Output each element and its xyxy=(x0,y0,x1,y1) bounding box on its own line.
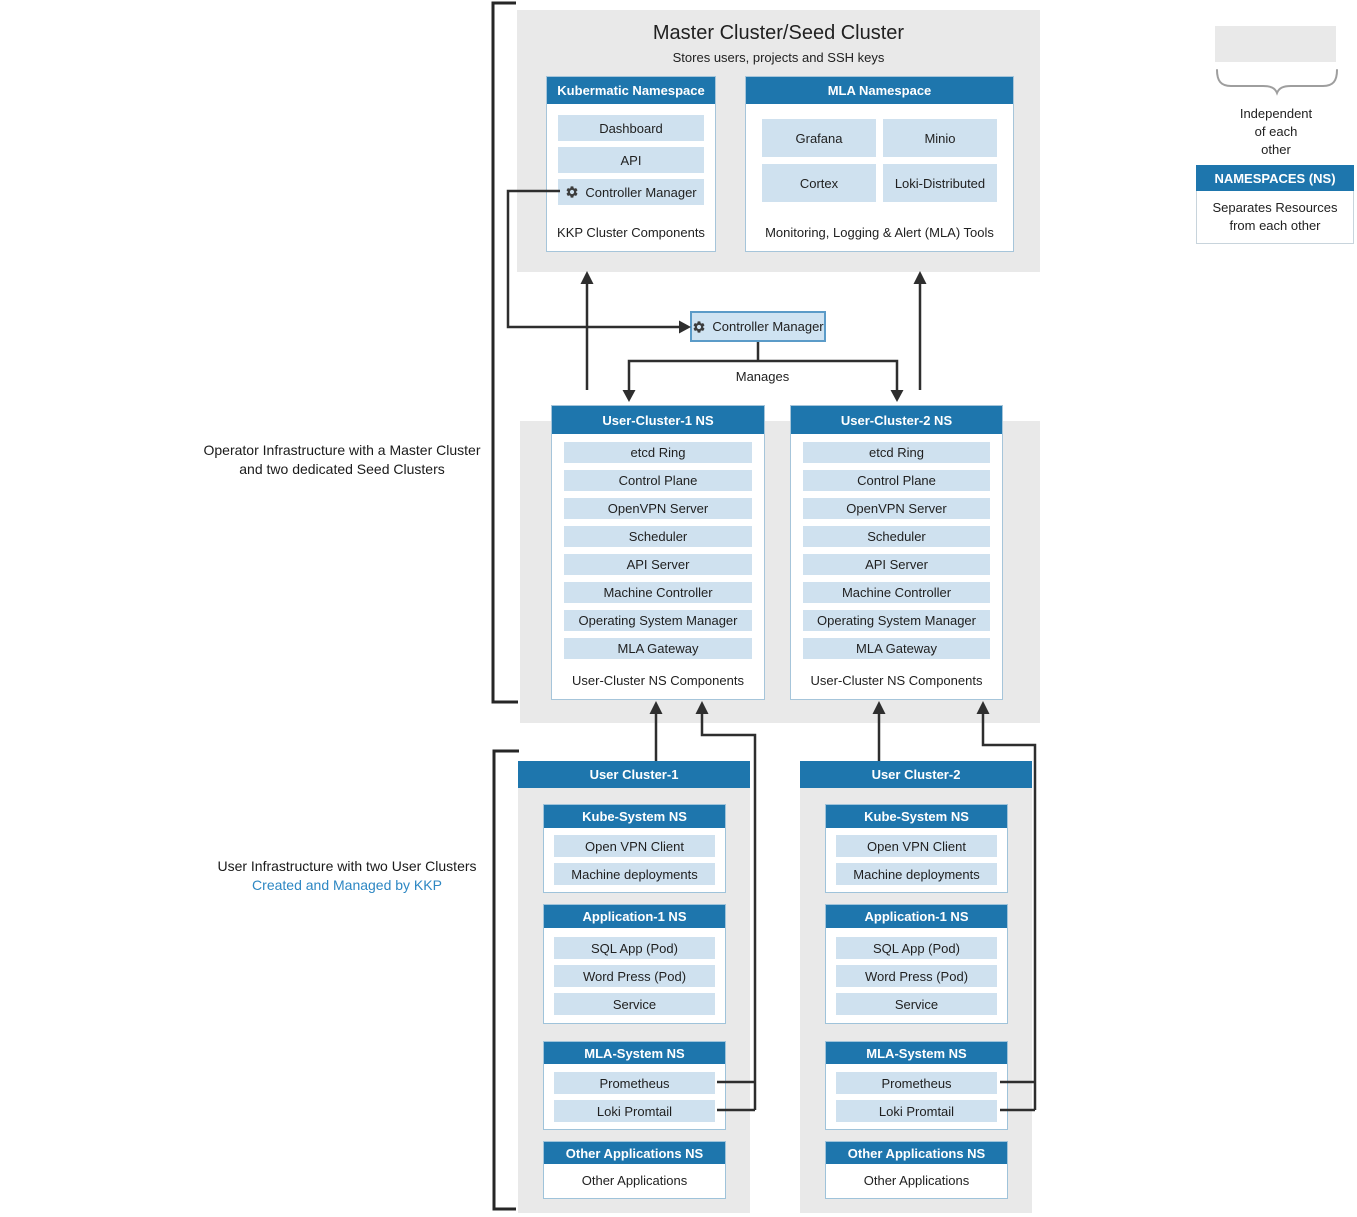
mla-namespace-footer: Monitoring, Logging & Alert (MLA) Tools xyxy=(765,225,994,240)
seed1-item: Control Plane xyxy=(564,470,752,491)
mla-namespace-header: MLA Namespace xyxy=(746,77,1013,104)
seed2-item: MLA Gateway xyxy=(803,638,990,659)
seed1-item: Scheduler xyxy=(564,526,752,547)
seed2-item: etcd Ring xyxy=(803,442,990,463)
uc1-other-apps-header: Other Applications NS xyxy=(544,1142,725,1164)
arrowhead-manages-left xyxy=(622,390,636,402)
brace xyxy=(1216,69,1338,96)
uc2-kube-system-header: Kube-System NS xyxy=(826,805,1007,828)
uc1-loki-promtail-item: Loki Promtail xyxy=(554,1100,715,1122)
uc1-wordpress-item: Word Press (Pod) xyxy=(554,965,715,987)
dashboard-item: Dashboard xyxy=(558,115,704,141)
operator-infrastructure-label: Operator Infrastructure with a Master Cl… xyxy=(203,442,481,477)
uc1-other-apps-item: Other Applications xyxy=(581,1173,688,1188)
uc2-mla-system-header: MLA-System NS xyxy=(826,1042,1007,1064)
user-infrastructure-line2: Created and Managed by KKP xyxy=(252,877,442,893)
kubermatic-namespace-header: Kubermatic Namespace xyxy=(547,77,715,104)
master-cluster-title: Master Cluster/Seed Cluster xyxy=(652,22,905,44)
seed2-item: OpenVPN Server xyxy=(803,498,990,519)
seed2-item: Scheduler xyxy=(803,526,990,547)
seed1-item: MLA Gateway xyxy=(564,638,752,659)
uc1-machine-deployments-item: Machine deployments xyxy=(554,863,715,885)
arrowhead-seed1-up xyxy=(580,271,594,284)
kubermatic-namespace-box: Kubermatic Namespace Dashboard API Contr… xyxy=(546,76,716,252)
grafana-item: Grafana xyxy=(762,119,876,157)
seed1-item: API Server xyxy=(564,554,752,575)
controller-manager-box-label: Controller Manager xyxy=(712,319,824,334)
user-cluster-2-ns-box: User-Cluster-2 NS etcd Ring Control Plan… xyxy=(790,405,1003,700)
user-infrastructure-line1: User Infrastructure with two User Cluste… xyxy=(217,858,477,874)
uc1-mla-system-header: MLA-System NS xyxy=(544,1042,725,1064)
uc1-prometheus-item: Prometheus xyxy=(554,1072,715,1094)
api-item: API xyxy=(558,147,704,173)
arrowhead-seed2-up xyxy=(913,271,927,284)
seed2-item: Machine Controller xyxy=(803,582,990,603)
user-cluster-1-ns-header: User-Cluster-1 NS xyxy=(552,406,764,434)
uc2-wordpress-item: Word Press (Pod) xyxy=(836,965,997,987)
uc1-application-header: Application-1 NS xyxy=(544,905,725,928)
master-cluster-subtitle: Stores users, projects and SSH keys xyxy=(672,50,885,65)
controller-manager-box: Controller Manager xyxy=(690,311,826,342)
uc2-application-box: Application-1 NS SQL App (Pod) Word Pres… xyxy=(825,904,1008,1024)
user-cluster-2-header: User Cluster-2 xyxy=(800,761,1032,788)
uc1-mla-system-box: MLA-System NS Prometheus Loki Promtail xyxy=(543,1041,726,1130)
uc1-kube-system-box: Kube-System NS Open VPN Client Machine d… xyxy=(543,804,726,893)
arrowhead-manages-right xyxy=(890,390,904,402)
seed2-item: API Server xyxy=(803,554,990,575)
manages-label: Manages xyxy=(735,369,790,384)
mla-namespace-box: MLA Namespace Grafana Minio Cortex Loki-… xyxy=(745,76,1014,252)
namespaces-legend-body: Separates Resources from each other xyxy=(1196,191,1354,244)
user-cluster-1-ns-footer: User-Cluster NS Components xyxy=(572,673,744,688)
seed1-item: Machine Controller xyxy=(564,582,752,603)
controller-manager-item-label: Controller Manager xyxy=(585,184,697,200)
uc2-application-header: Application-1 NS xyxy=(826,905,1007,928)
namespaces-legend-header: NAMESPACES (NS) xyxy=(1196,165,1354,191)
controller-manager-item: Controller Manager xyxy=(558,179,704,205)
uc2-other-apps-header: Other Applications NS xyxy=(826,1142,1007,1164)
uc1-sql-app-item: SQL App (Pod) xyxy=(554,937,715,959)
seed2-item: Control Plane xyxy=(803,470,990,491)
uc2-mla-system-box: MLA-System NS Prometheus Loki Promtail xyxy=(825,1041,1008,1130)
independent-swatch xyxy=(1215,26,1336,62)
user-bracket xyxy=(492,749,519,1211)
uc2-other-apps-item: Other Applications xyxy=(863,1173,970,1188)
seed1-item: OpenVPN Server xyxy=(564,498,752,519)
seed1-item: Operating System Manager xyxy=(564,610,752,631)
uc1-service-item: Service xyxy=(554,993,715,1015)
uc2-kube-system-box: Kube-System NS Open VPN Client Machine d… xyxy=(825,804,1008,893)
uc2-machine-deployments-item: Machine deployments xyxy=(836,863,997,885)
uc2-prometheus-item: Prometheus xyxy=(836,1072,997,1094)
uc1-application-box: Application-1 NS SQL App (Pod) Word Pres… xyxy=(543,904,726,1024)
gear-icon xyxy=(566,186,578,198)
minio-item: Minio xyxy=(883,119,997,157)
uc1-other-apps-box: Other Applications NS Other Applications xyxy=(543,1141,726,1199)
user-cluster-2-ns-footer: User-Cluster NS Components xyxy=(810,673,983,688)
user-infrastructure-label: User Infrastructure with two User Cluste… xyxy=(177,857,517,895)
uc1-openvpn-client-item: Open VPN Client xyxy=(554,835,715,857)
uc1-kube-system-header: Kube-System NS xyxy=(544,805,725,828)
user-cluster-1-ns-box: User-Cluster-1 NS etcd Ring Control Plan… xyxy=(551,405,765,700)
uc2-openvpn-client-item: Open VPN Client xyxy=(836,835,997,857)
uc2-sql-app-item: SQL App (Pod) xyxy=(836,937,997,959)
cortex-item: Cortex xyxy=(762,164,876,202)
uc2-service-item: Service xyxy=(836,993,997,1015)
gear-icon xyxy=(693,320,705,333)
loki-distributed-item: Loki-Distributed xyxy=(883,164,997,202)
uc2-other-apps-box: Other Applications NS Other Applications xyxy=(825,1141,1008,1199)
namespaces-legend-box: NAMESPACES (NS) Separates Resources from… xyxy=(1196,165,1354,244)
operator-bracket xyxy=(491,1,518,704)
user-cluster-1-header: User Cluster-1 xyxy=(518,761,750,788)
seed1-item: etcd Ring xyxy=(564,442,752,463)
seed2-item: Operating System Manager xyxy=(803,610,990,631)
kubermatic-namespace-footer: KKP Cluster Components xyxy=(557,225,705,240)
independent-label: Independent of each other xyxy=(1239,106,1313,157)
uc2-loki-promtail-item: Loki Promtail xyxy=(836,1100,997,1122)
user-cluster-2-ns-header: User-Cluster-2 NS xyxy=(791,406,1002,434)
